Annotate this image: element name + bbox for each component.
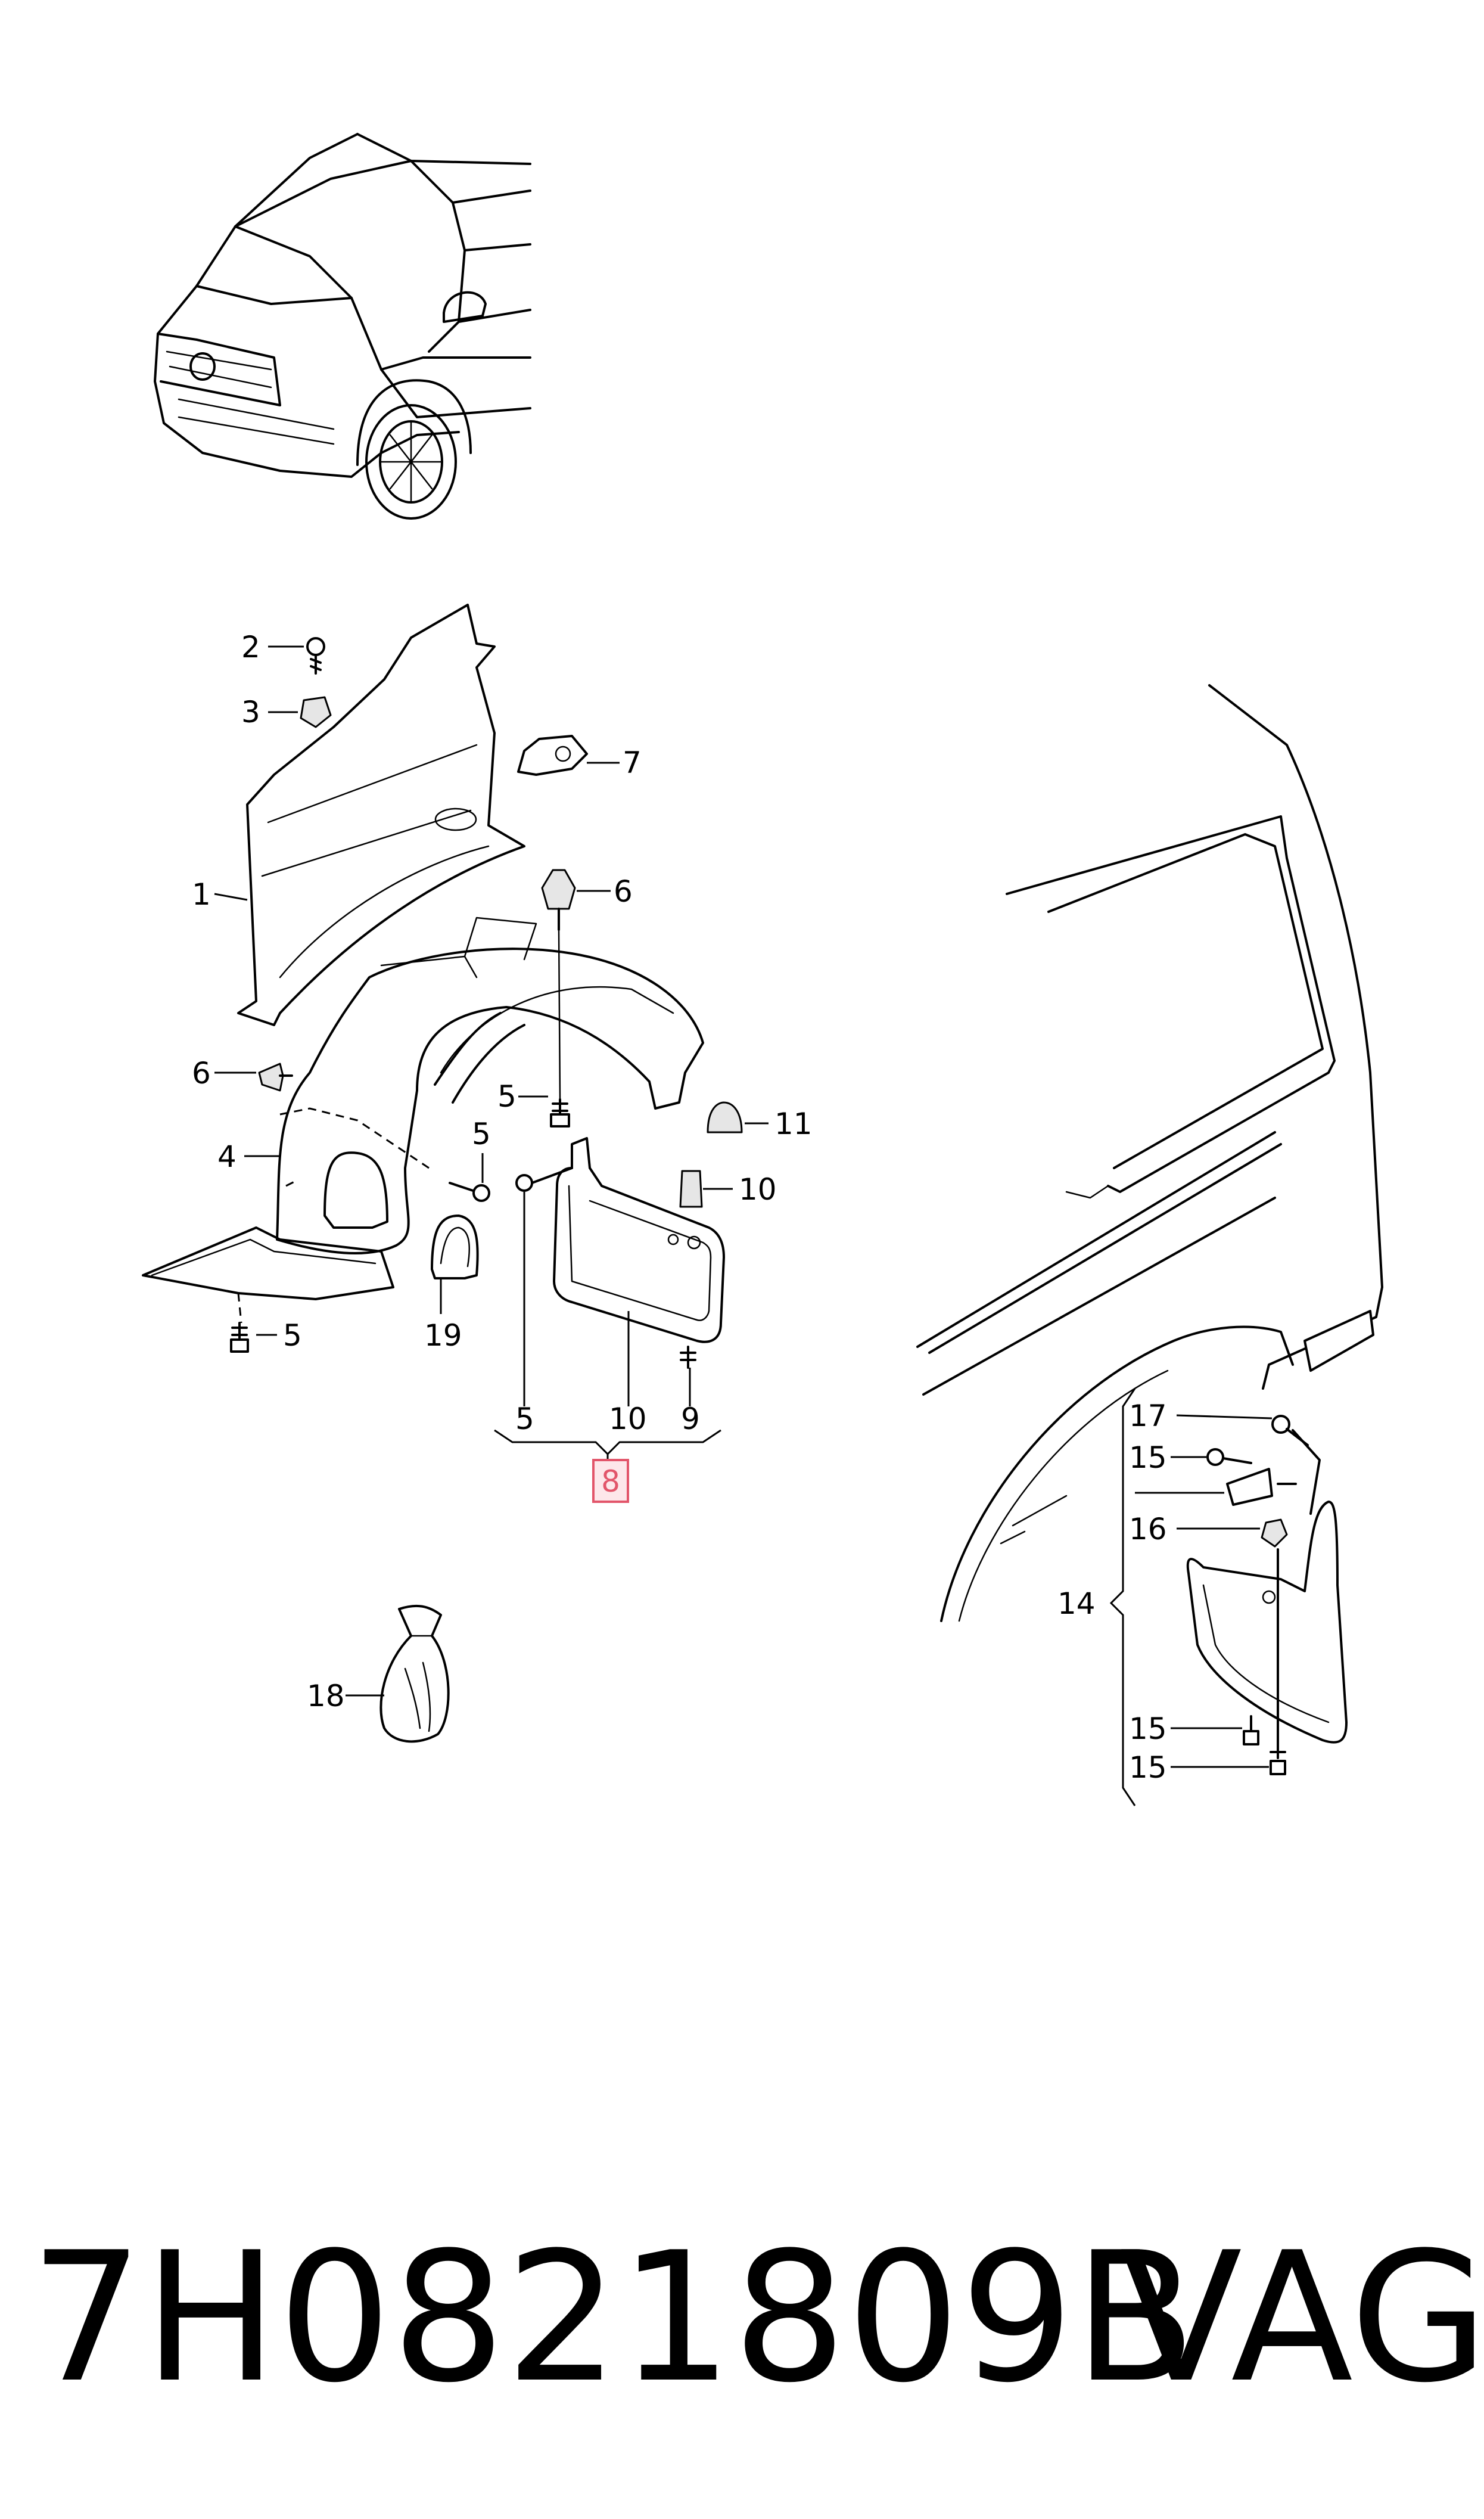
rear-body-group bbox=[916, 684, 1383, 1806]
callout-3: 3 bbox=[241, 695, 260, 729]
callout-16: 16 bbox=[1129, 1512, 1167, 1546]
nut-icon bbox=[679, 1170, 703, 1208]
callout-15-top: 15 bbox=[1129, 1440, 1167, 1475]
callout-5-bottom: 5 bbox=[283, 1318, 302, 1353]
callout-5-side: 5 bbox=[472, 1117, 491, 1151]
callout-1: 1 bbox=[192, 877, 211, 912]
clip-icon bbox=[541, 869, 576, 931]
callout-5-liner: 5 bbox=[497, 1079, 517, 1114]
callout-17: 17 bbox=[1129, 1399, 1167, 1433]
callout-15-mid: 15 bbox=[1129, 1712, 1167, 1746]
bolt-icon bbox=[1271, 1415, 1309, 1446]
brand-caption: VAG bbox=[1120, 2214, 1484, 2422]
callout-10-group: 10 bbox=[609, 1402, 647, 1436]
callout-4: 4 bbox=[217, 1139, 237, 1174]
callout-7: 7 bbox=[623, 746, 642, 780]
clip-icon bbox=[258, 1063, 293, 1092]
screw-icon bbox=[449, 1182, 490, 1202]
callout-10-top: 10 bbox=[739, 1172, 777, 1207]
highlight-box bbox=[592, 1459, 629, 1503]
callout-15-bottom: 15 bbox=[1129, 1750, 1167, 1785]
callout-11: 11 bbox=[774, 1107, 813, 1141]
screw-icon bbox=[550, 1098, 570, 1128]
callout-9: 9 bbox=[681, 1402, 700, 1436]
callout-6-left: 6 bbox=[192, 1056, 211, 1091]
callout-19: 19 bbox=[424, 1318, 462, 1353]
callout-5-group: 5 bbox=[515, 1402, 534, 1436]
cap-icon bbox=[707, 1101, 743, 1133]
screw-icon bbox=[230, 1322, 249, 1353]
part-number-caption: 7H0821809B bbox=[30, 2214, 1197, 2422]
mud-flap-part-8 bbox=[553, 1137, 725, 1369]
front-fender-group bbox=[142, 604, 743, 1743]
callout-6-top: 6 bbox=[614, 874, 633, 909]
callout-2: 2 bbox=[241, 630, 260, 664]
bolt-icon bbox=[1206, 1448, 1252, 1466]
callout-14: 14 bbox=[1057, 1586, 1096, 1621]
nut-icon bbox=[300, 696, 332, 728]
bolt-icon bbox=[1243, 1715, 1259, 1745]
callout-18: 18 bbox=[307, 1679, 345, 1713]
bag-icon bbox=[379, 1604, 450, 1743]
screw-icon bbox=[306, 637, 325, 675]
bolt-icon bbox=[1270, 1548, 1286, 1775]
highlighted-callout-8: 8 bbox=[592, 1459, 629, 1503]
vehicle-overview-illustration bbox=[154, 133, 531, 520]
screw-icon bbox=[515, 1167, 573, 1192]
callout-8: 8 bbox=[601, 1464, 620, 1499]
callout-labels: 2 3 7 1 6 6 5 5 11 10 4 5 19 5 10 9 8 18… bbox=[192, 630, 1167, 1785]
nut-icon bbox=[1261, 1518, 1288, 1548]
leader-lines bbox=[214, 645, 1273, 1768]
